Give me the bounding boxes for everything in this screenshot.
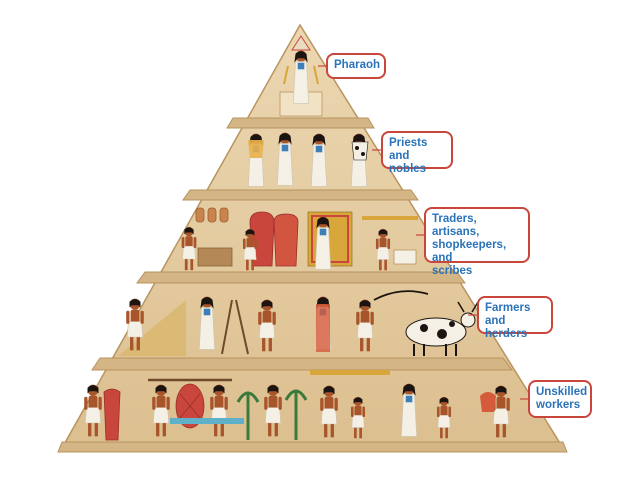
label-priests-and-nobles: Priests and nobles [381,131,453,175]
tier-pharaoh-scene [279,35,323,117]
label-farmers-and-herders: Farmers and herders [477,296,553,340]
label-pharaoh: Pharaoh [326,53,386,79]
label-unskilled-workers: Unskilled workers [528,380,592,418]
label-connectors [318,65,528,400]
tier-unskilled-workers-scene [83,370,511,441]
tier-farmers-herders-scene [118,290,479,356]
label-traders-artisans-shopkeepers-scribes: Traders, artisans, shopkeepers, and scri… [424,207,530,277]
pyramid-tier-ledges [57,117,568,453]
tier-traders-artisans-scene [181,207,418,271]
tier-priests-nobles-scene [247,131,369,187]
